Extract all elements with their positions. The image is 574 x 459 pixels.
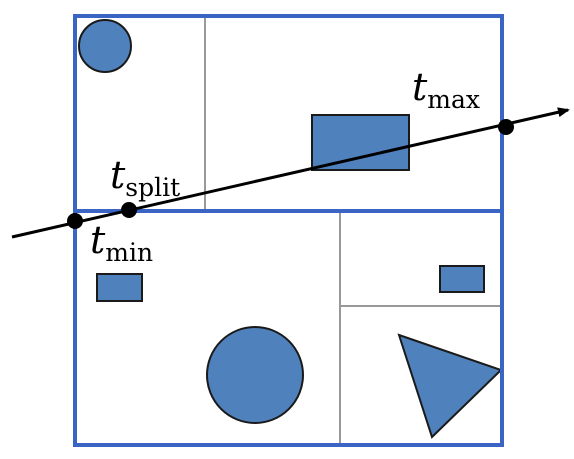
t-min-label: tmin [90,218,153,267]
circle-large [206,326,304,424]
rect-left-small [96,273,143,302]
t-max-label: tmax [412,65,480,114]
t-min-point [67,213,83,229]
t-split-label: tsplit [110,153,180,202]
triangle [397,333,503,439]
rect-right-small [439,265,485,293]
circle-small [78,19,132,73]
t-max-point [498,119,514,135]
t-split-point [121,202,137,218]
bbox-bottom-node [73,209,504,447]
ray-arrow [11,107,570,239]
rect-upper [311,114,410,171]
